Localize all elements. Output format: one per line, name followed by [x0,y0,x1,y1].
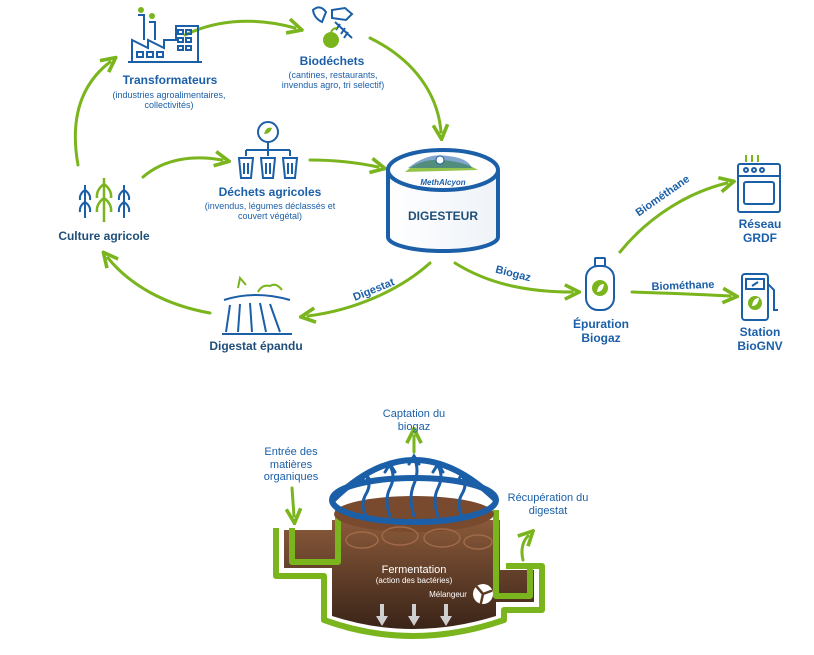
dechets-agricoles-title: Déchets agricoles [218,185,322,199]
fermentation-label: Fermentation [381,564,447,576]
arrow-epuration-to-reseau [618,183,727,254]
arrow-digestat-to-culture [108,258,212,315]
methalcyon-logo: MethAlcyon [420,178,466,187]
biodechets-sub: (cantines, restaurants, invendus agro, t… [281,70,385,91]
field-icon [222,275,292,335]
wheat-icon [78,178,131,222]
culture-agricole-title: Culture agricole [58,229,150,243]
arrow-digesteur-to-epuration [453,261,572,292]
melangeur-label: Mélangeur [429,590,467,599]
arrow-recuperation [522,536,528,562]
mixer-icon [473,584,493,605]
epuration-title: Épuration Biogaz [573,317,629,345]
transformateurs-title: Transformateurs [122,73,218,87]
fermentation-sub: (action des bactéries) [375,576,453,585]
digesteur-title: DIGESTEUR [407,209,478,223]
station-biognv-title: Station BioGNV [737,325,783,353]
arrow-digesteur-to-digestat [308,261,432,316]
cycle-arrows [73,21,730,316]
stove-icon [737,155,781,213]
arrow-epuration-to-station [630,292,730,296]
arrow-culture-to-transformateurs [73,62,110,167]
arrow-entree [292,486,294,516]
dechets-agricoles-sub: (invendus, légumes déclassés et couvert … [204,201,336,222]
captation-label: Captation du biogaz [382,408,446,433]
digestat-epandu-title: Digestat épandu [209,339,303,353]
digesteur-icon [386,148,500,253]
transformateurs-sub: (industries agroalimentaires, collectivi… [112,90,226,111]
arrow-transformateurs-to-biodechets [183,21,295,37]
arrow-biodechets-to-digesteur [368,36,441,132]
entree-label: Entrée des matières organiques [263,446,319,484]
biodechets-title: Biodéchets [299,54,365,68]
reseau-grdf-title: Réseau GRDF [738,217,782,245]
purification-tank-icon [585,257,615,311]
factory-icon [128,7,202,63]
digester-cutaway [273,453,545,639]
recycling-bins-icon [237,121,299,179]
arrow-culture-to-dechets [141,158,222,179]
biowaste-icon [311,6,354,48]
fuel-pump-icon [741,273,778,321]
arrow-dechets-to-digesteur [308,160,378,167]
recuperation-label: Récupération du digestat [507,492,589,517]
